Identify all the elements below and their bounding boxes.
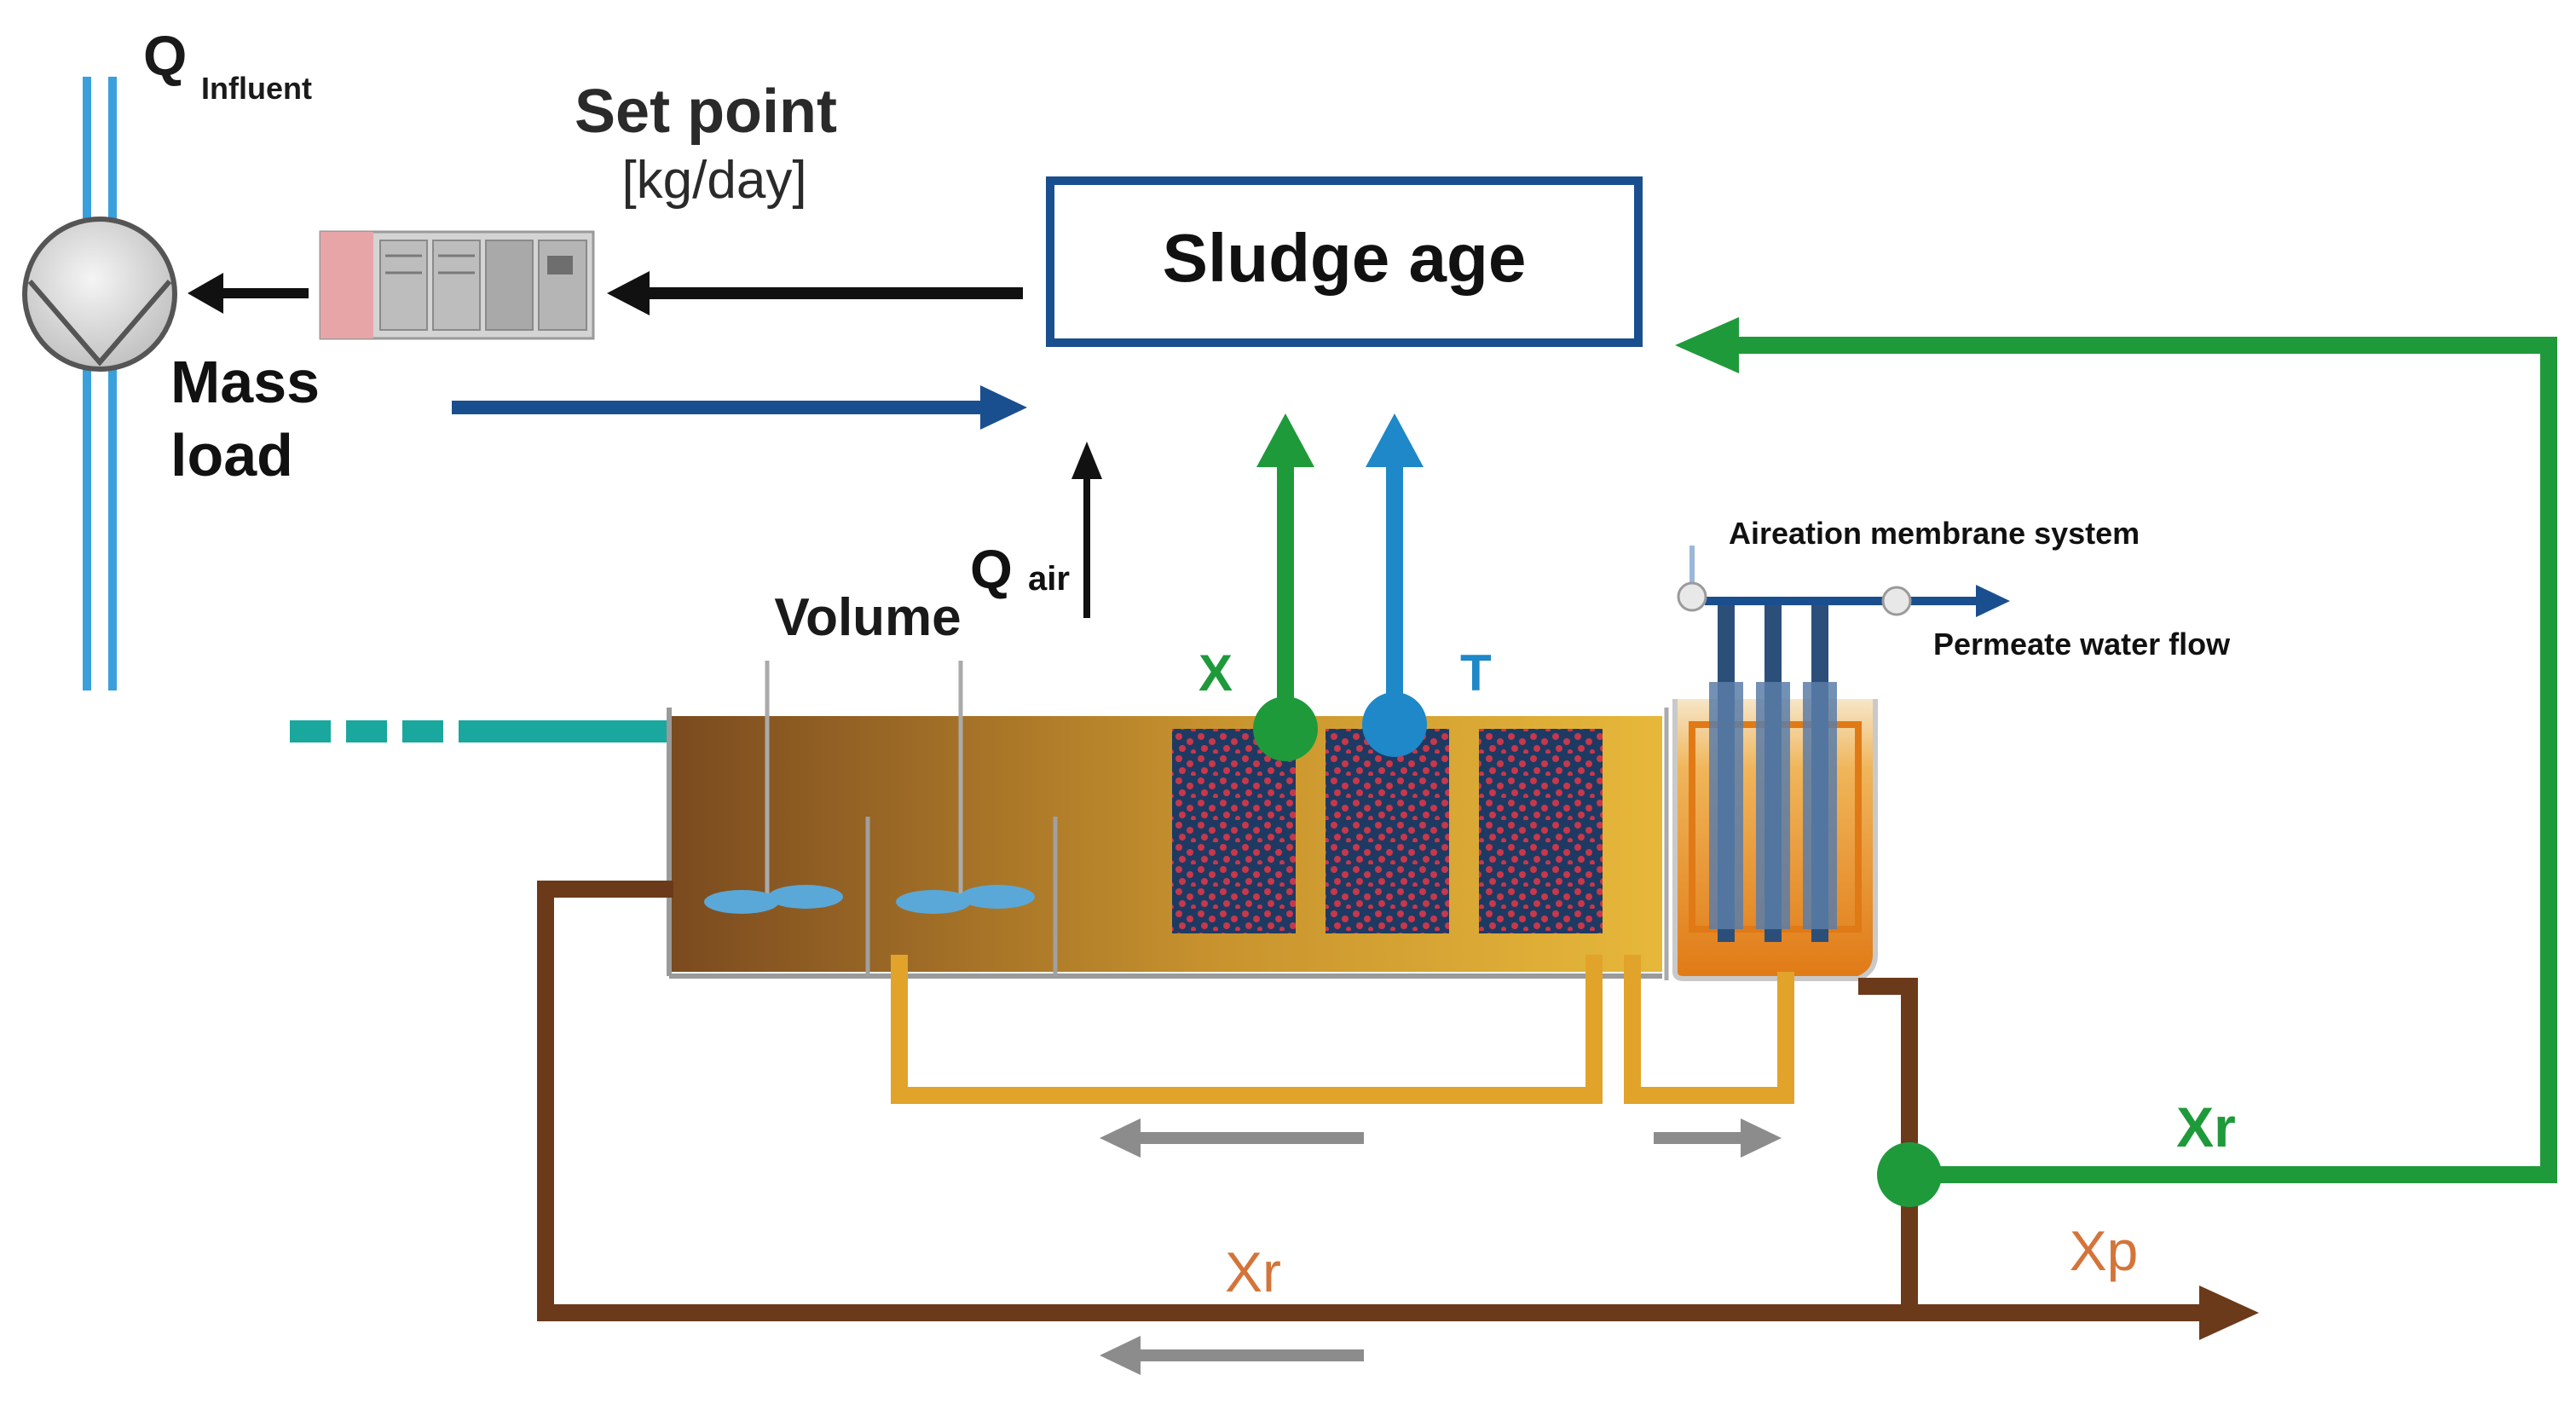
sludge-age-box <box>1046 176 1643 347</box>
volume-label: Volume <box>774 588 961 647</box>
waste-sludge-arrow <box>1909 1286 2259 1340</box>
mass-label: Mass <box>170 349 320 415</box>
set-point-unit: [kg/day] <box>621 151 806 210</box>
controller-icon <box>319 230 595 340</box>
q-influent-label: Q <box>143 24 187 87</box>
xr-feedback-loop <box>1675 317 2557 1207</box>
grey-flow-arrow-left-lower <box>1100 1336 1364 1375</box>
mass-load-to-sludge-age-arrow <box>452 385 1027 430</box>
biofilm-media-block-2 <box>1326 729 1449 933</box>
q-air-arrow <box>1071 442 1102 618</box>
sludge-age-label: Sludge age <box>1163 220 1527 296</box>
orange-recirculation-pipe <box>891 955 1794 1104</box>
q-air-label: Q <box>970 539 1013 600</box>
aeration-membrane-label: Aireation membrane system <box>1729 516 2140 551</box>
influent-pipe <box>83 77 117 690</box>
x-label: X <box>1198 644 1233 702</box>
sludge-age-to-controller-arrow <box>607 271 1023 315</box>
t-sensor-arrow <box>1362 413 1427 757</box>
xp-label: Xp <box>2070 1219 2139 1282</box>
mixer-icon-2 <box>896 661 1035 914</box>
x-sensor-arrow <box>1253 413 1318 761</box>
set-point-label: Set point <box>575 78 837 146</box>
t-label: T <box>1460 644 1492 702</box>
permeate-flow-label: Permeate water flow <box>1933 627 2231 662</box>
q-air-subscript: air <box>1028 560 1070 598</box>
controller-to-pump-arrow <box>188 273 309 314</box>
grey-flow-arrow-left-upper <box>1100 1118 1364 1158</box>
grey-flow-arrow-right <box>1654 1118 1782 1158</box>
xr-green-label: Xr <box>2176 1095 2236 1158</box>
biofilm-media-block-1 <box>1172 729 1296 933</box>
load-label: load <box>170 422 293 488</box>
q-influent-subscript: Influent <box>201 71 312 106</box>
biofilm-media-block-3 <box>1479 729 1603 933</box>
xr-brown-label: Xr <box>1225 1240 1281 1303</box>
mixer-icon-1 <box>704 661 843 914</box>
membrane-modules <box>1677 546 2010 942</box>
pump-icon <box>22 217 177 372</box>
